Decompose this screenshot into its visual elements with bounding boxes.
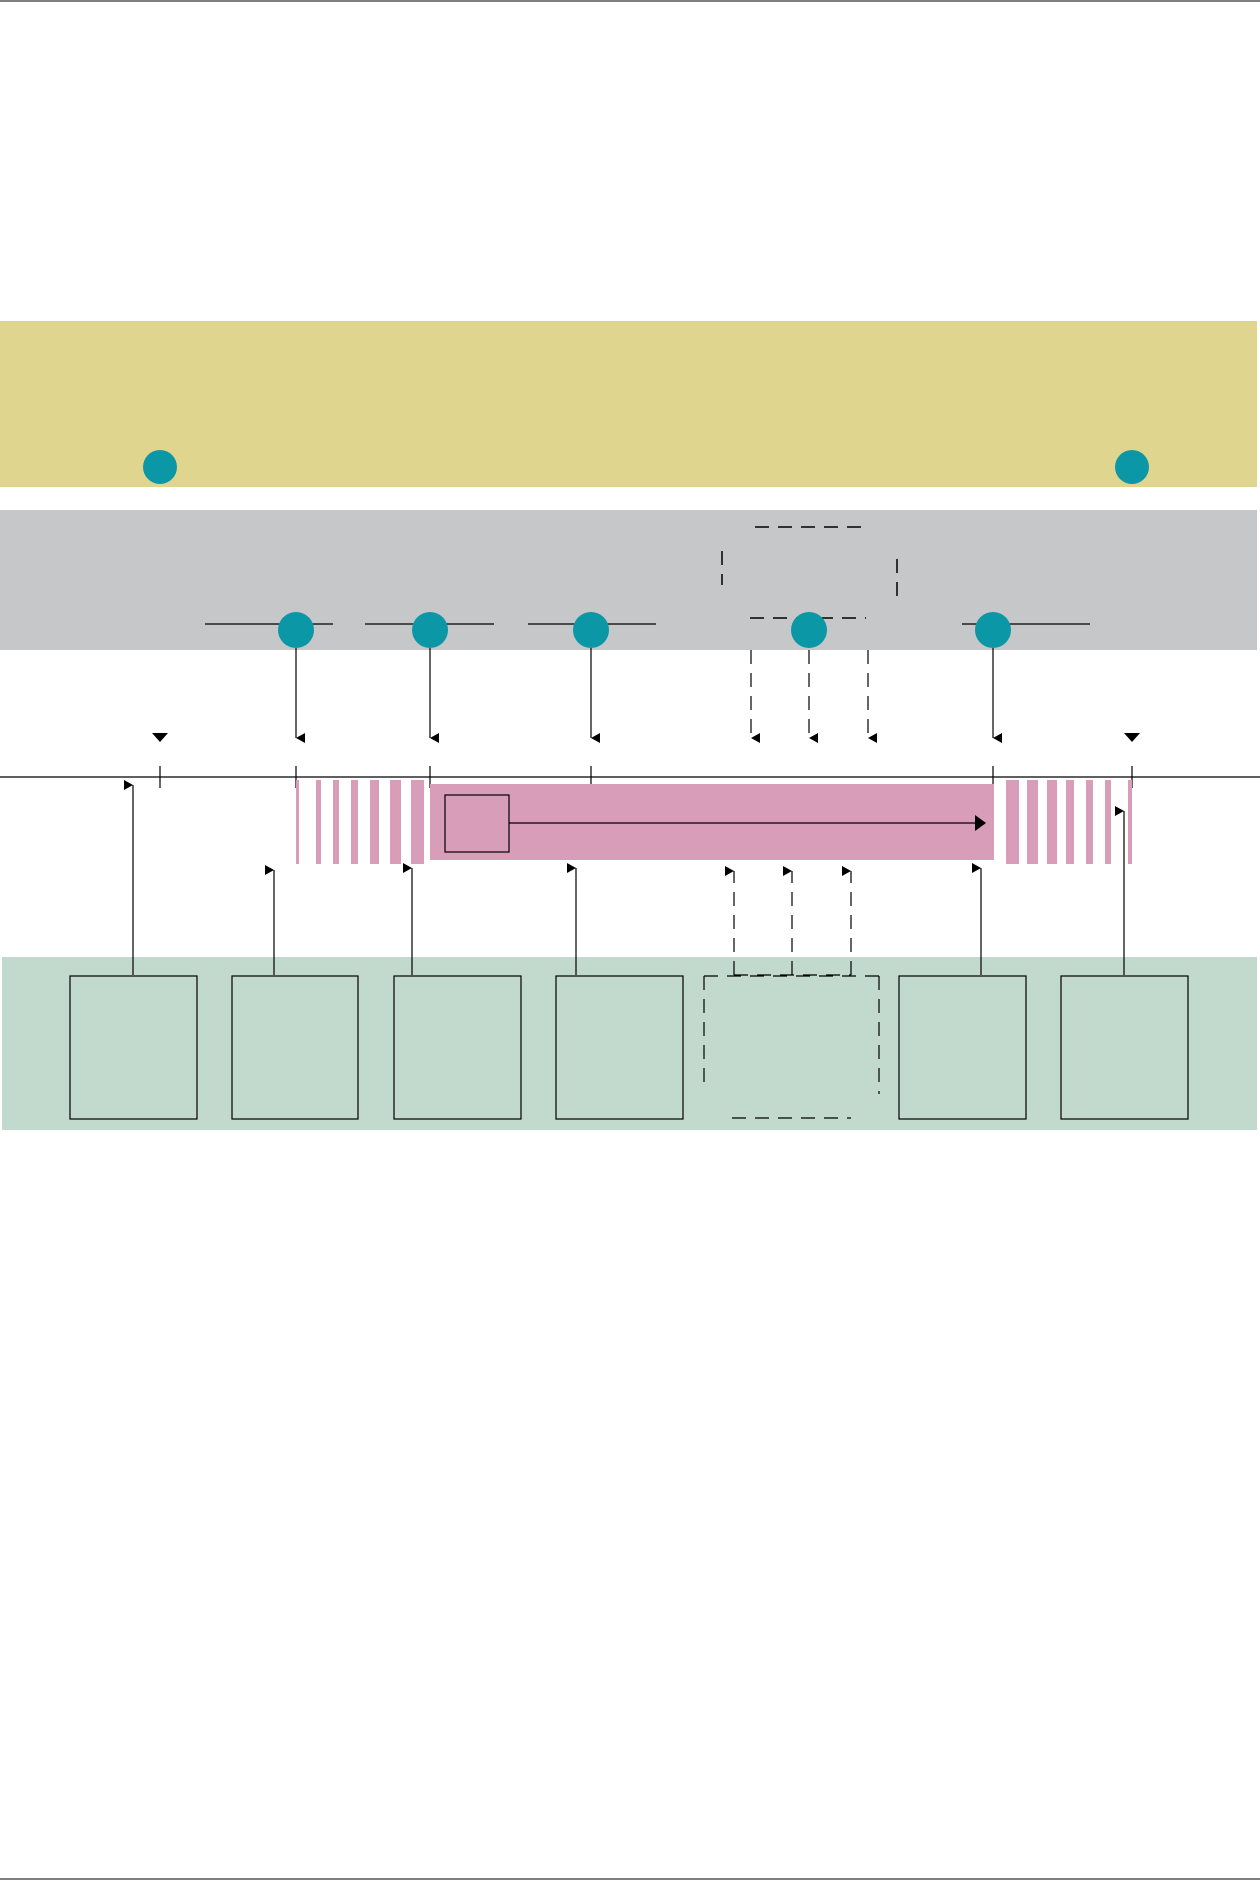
inner-box-arrowhead [975,815,986,831]
bottom-box [393,975,522,1120]
middle-band [0,510,1257,650]
standalone-down-triangles [152,733,1140,742]
highlight-stripe [351,780,358,864]
highlight-stripe [411,780,424,864]
middle-band-marker [975,612,1011,648]
highlight-stripe [1047,780,1057,864]
highlight-stripe [1027,780,1038,864]
highlight-stripe [1066,780,1074,864]
highlight-stripe [1128,780,1132,864]
highlight-stripe [1105,780,1111,864]
middle-band-marker [573,612,609,648]
highlight-block [430,784,994,860]
upward-dashed-arrows [725,866,852,975]
bottom-box [231,975,359,1120]
highlight-stripe [296,780,299,864]
downward-arrows [295,648,1002,743]
top-band-marker [143,450,177,484]
highlight-stripes-right [1006,780,1132,864]
top-band [0,321,1257,487]
downward-dashed-arrows [750,650,877,743]
highlight-stripe [370,780,379,864]
middle-band-marker [278,612,314,648]
bottom-box-dashed [703,975,880,1119]
bottom-box [1060,975,1189,1120]
highlight-stripes-left [296,780,424,864]
highlight-stripe [333,780,339,864]
bottom-box [898,975,1027,1120]
highlight-stripe [390,780,401,864]
middle-band-marker [791,612,827,648]
highlight-stripe [1086,780,1093,864]
bottom-band [2,957,1257,1130]
top-band-marker [1115,450,1149,484]
bottom-boxes [69,975,1189,1120]
highlight-stripe [1006,780,1019,864]
bottom-box [555,975,684,1120]
middle-band-marker [412,612,448,648]
bottom-box [69,975,198,1120]
highlight-stripe [316,780,321,864]
upward-arrows [124,780,1125,975]
